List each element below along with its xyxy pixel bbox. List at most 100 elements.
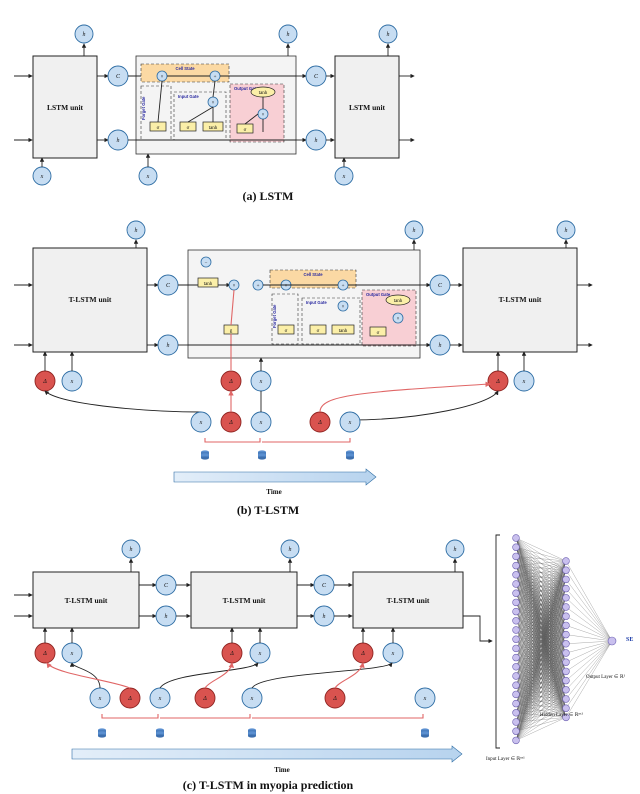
input-neuron [512, 635, 520, 643]
svg-text:x: x [258, 651, 262, 657]
svg-text:+: + [214, 75, 217, 80]
svg-text:h: h [323, 614, 326, 620]
lstm-unit-right-label: LSTM unit [349, 103, 386, 112]
svg-text:Δ: Δ [202, 696, 207, 702]
svg-text:Output Gate: Output Gate [234, 86, 259, 91]
svg-text:Δ: Δ [228, 379, 233, 385]
svg-text:Δ: Δ [127, 696, 132, 702]
input-neuron [512, 580, 520, 588]
input-neuron [512, 617, 520, 625]
nn-bracket [495, 534, 500, 749]
time-arrow [71, 745, 463, 763]
svg-text:h: h [454, 547, 457, 553]
svg-text:Time: Time [266, 488, 281, 496]
tlstm-unit-right [462, 247, 578, 353]
input-neuron [512, 571, 520, 579]
hidden-neuron [562, 612, 570, 620]
input-neuron [512, 626, 520, 634]
database-icon [346, 450, 354, 460]
database-icon [156, 728, 164, 738]
hidden-neuron [562, 695, 570, 703]
hidden-neuron [562, 566, 570, 574]
svg-text:g: g [230, 329, 233, 334]
caption-b: (b) T-LSTM [237, 503, 299, 517]
svg-text:σ: σ [187, 126, 190, 131]
lstm-unit-left [32, 55, 98, 159]
tlstm-unit-c3 [352, 571, 464, 629]
nn-connections [515, 537, 613, 741]
svg-text:x: x [250, 696, 254, 702]
input-neuron [512, 690, 520, 699]
svg-text:Δ: Δ [495, 379, 500, 385]
input-neuron [512, 718, 520, 726]
node-h-out-left [74, 24, 94, 44]
svg-text:h: h [117, 138, 120, 144]
node-h-t [278, 24, 298, 44]
input-neuron [512, 561, 520, 570]
input-neuron [512, 543, 520, 551]
input-neuron [512, 534, 520, 542]
svg-text:T-LSTM unit: T-LSTM unit [499, 295, 542, 304]
svg-text:Δ: Δ [332, 696, 337, 702]
hidden-neuron [562, 630, 570, 639]
database-icon [421, 728, 429, 738]
svg-text:x: x [98, 696, 102, 702]
hidden-neuron [562, 676, 570, 685]
database-icon [98, 728, 106, 738]
database-icon [201, 450, 209, 460]
panel-a-lstm: LSTM unit C h h x Cell State Forget Gate… [14, 24, 415, 203]
hidden-neuron [562, 575, 570, 584]
svg-text:T-LSTM unit: T-LSTM unit [69, 295, 112, 304]
svg-text:Δ: Δ [42, 651, 47, 657]
svg-text:×: × [342, 305, 345, 310]
svg-text:C: C [116, 74, 121, 80]
svg-text:Δ: Δ [317, 420, 322, 426]
nn-hidden-layer-label: Hidden Layer ∈ ℝⁿˣ¹ [540, 712, 583, 718]
hidden-neuron [562, 557, 570, 565]
input-neuron [512, 681, 520, 689]
svg-text:+: + [342, 284, 345, 289]
input-neuron [512, 552, 520, 561]
svg-text:Cell State: Cell State [175, 66, 195, 71]
svg-text:×: × [262, 113, 265, 118]
svg-text:h: h [167, 343, 170, 349]
svg-text:Δ: Δ [42, 379, 47, 385]
input-neuron [512, 699, 520, 708]
input-neuron [512, 644, 520, 653]
svg-text:Time: Time [274, 766, 289, 774]
svg-text:x: x [199, 420, 203, 426]
svg-text:h: h [289, 547, 292, 553]
svg-text:Δ: Δ [360, 651, 365, 657]
svg-text:tanh: tanh [339, 329, 348, 334]
hidden-neuron [562, 667, 570, 676]
caption-c: (c) T-LSTM in myopia prediction [183, 778, 354, 792]
svg-text:T-LSTM unit: T-LSTM unit [223, 596, 266, 605]
tlstm-unit-c1 [32, 571, 140, 629]
svg-text:Input Gate: Input Gate [178, 94, 199, 99]
svg-text:×: × [161, 75, 164, 80]
svg-text:x: x [259, 420, 263, 426]
svg-text:+: + [257, 284, 260, 289]
svg-text:h: h [413, 228, 416, 234]
hidden-neuron [562, 704, 570, 712]
caption-a: (a) LSTM [243, 189, 294, 203]
svg-text:h: h [135, 228, 138, 234]
forget-gate-band [140, 85, 172, 141]
svg-text:C: C [314, 74, 319, 80]
hidden-neuron [562, 621, 570, 630]
svg-text:tanh: tanh [209, 126, 218, 131]
input-neuron [512, 607, 520, 616]
svg-text:x: x [158, 696, 162, 702]
svg-text:x: x [146, 174, 150, 180]
svg-text:σ: σ [317, 329, 320, 334]
svg-text:×: × [212, 101, 215, 106]
svg-text:x: x [423, 696, 427, 702]
svg-text:x: x [70, 651, 74, 657]
svg-text:×: × [233, 284, 236, 289]
hidden-neuron [562, 640, 570, 648]
svg-text:Forget Gate: Forget Gate [141, 96, 146, 120]
svg-text:σ: σ [285, 329, 288, 334]
database-icon [258, 450, 266, 460]
database-icon [248, 728, 256, 738]
